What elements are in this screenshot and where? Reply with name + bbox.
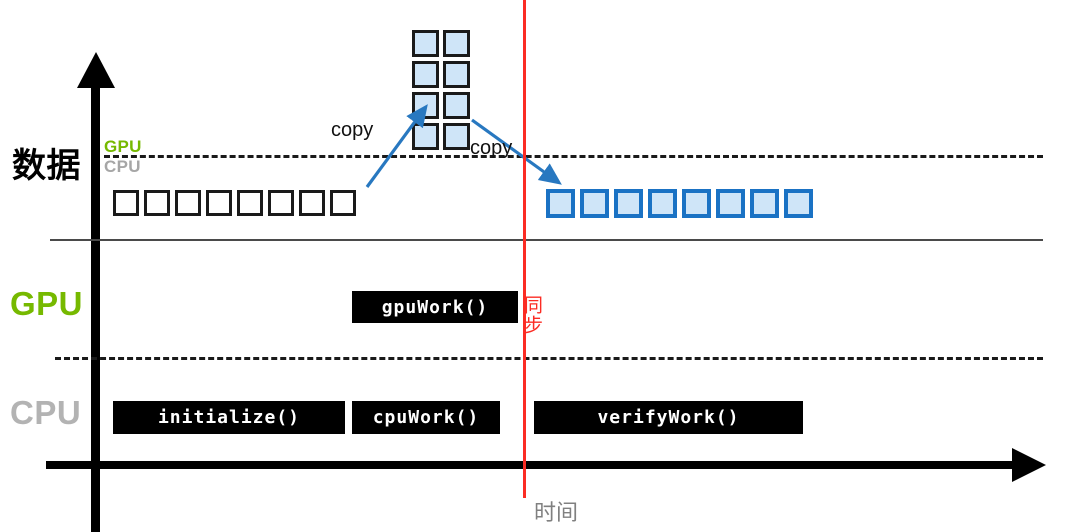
cpu-data-square: [144, 190, 170, 216]
gpu-task-gpuwork[interactable]: gpuWork(): [352, 291, 518, 323]
x-axis-line: [46, 461, 1016, 469]
cpu-data-square: [330, 190, 356, 216]
gpu-result-square: [716, 189, 745, 218]
gpu-result-square: [648, 189, 677, 218]
row-label-data: 数据: [12, 146, 81, 186]
gpu-cpu-divider-dashed: [55, 357, 1043, 360]
x-axis-label: 时间: [534, 501, 579, 526]
row-label-gpu: GPU: [10, 285, 84, 322]
cpu-task-cpuwork[interactable]: cpuWork(): [352, 401, 500, 434]
gpu-memory-square: [443, 30, 470, 57]
sync-label: 同步: [521, 295, 543, 335]
cpu-data-square: [268, 190, 294, 216]
copy-down-label: copy: [470, 137, 513, 159]
gpu-memory-square: [443, 123, 470, 150]
sync-line: [523, 0, 526, 498]
x-axis-arrowhead-icon: [1012, 448, 1046, 482]
cpu-data-square: [175, 190, 201, 216]
gpu-memory-square: [443, 92, 470, 119]
gpu-memory-square: [412, 61, 439, 88]
cpu-data-squares: [113, 190, 356, 216]
gpu-memory-square: [412, 30, 439, 57]
y-axis-line: [91, 85, 100, 532]
cpu-data-square: [206, 190, 232, 216]
row-label-cpu: CPU: [10, 394, 82, 431]
gpu-result-square: [784, 189, 813, 218]
data-lane-divider-dashed: [104, 155, 1043, 158]
data-lane-gpu-marker: GPU: [104, 137, 142, 156]
copy-up-arrow-icon: [365, 104, 428, 188]
cpu-data-square: [113, 190, 139, 216]
copy-down-arrow-icon: [471, 118, 562, 185]
cpu-task-verifywork[interactable]: verifyWork(): [534, 401, 803, 434]
gpu-result-square: [614, 189, 643, 218]
gpu-memory-square: [443, 61, 470, 88]
y-axis-arrowhead-icon: [77, 52, 115, 88]
data-lane-cpu-marker: CPU: [104, 157, 141, 176]
cpu-data-square: [237, 190, 263, 216]
cpu-task-initialize[interactable]: initialize(): [113, 401, 345, 434]
copy-up-label: copy: [331, 119, 374, 141]
gpu-result-square: [546, 189, 575, 218]
gpu-result-square: [750, 189, 779, 218]
gpu-result-square: [682, 189, 711, 218]
gpu-result-square: [580, 189, 609, 218]
gpu-memory-grid: [412, 30, 470, 150]
cpu-data-square: [299, 190, 325, 216]
data-section-divider: [50, 239, 1043, 241]
gpu-result-data-squares: [546, 189, 813, 218]
